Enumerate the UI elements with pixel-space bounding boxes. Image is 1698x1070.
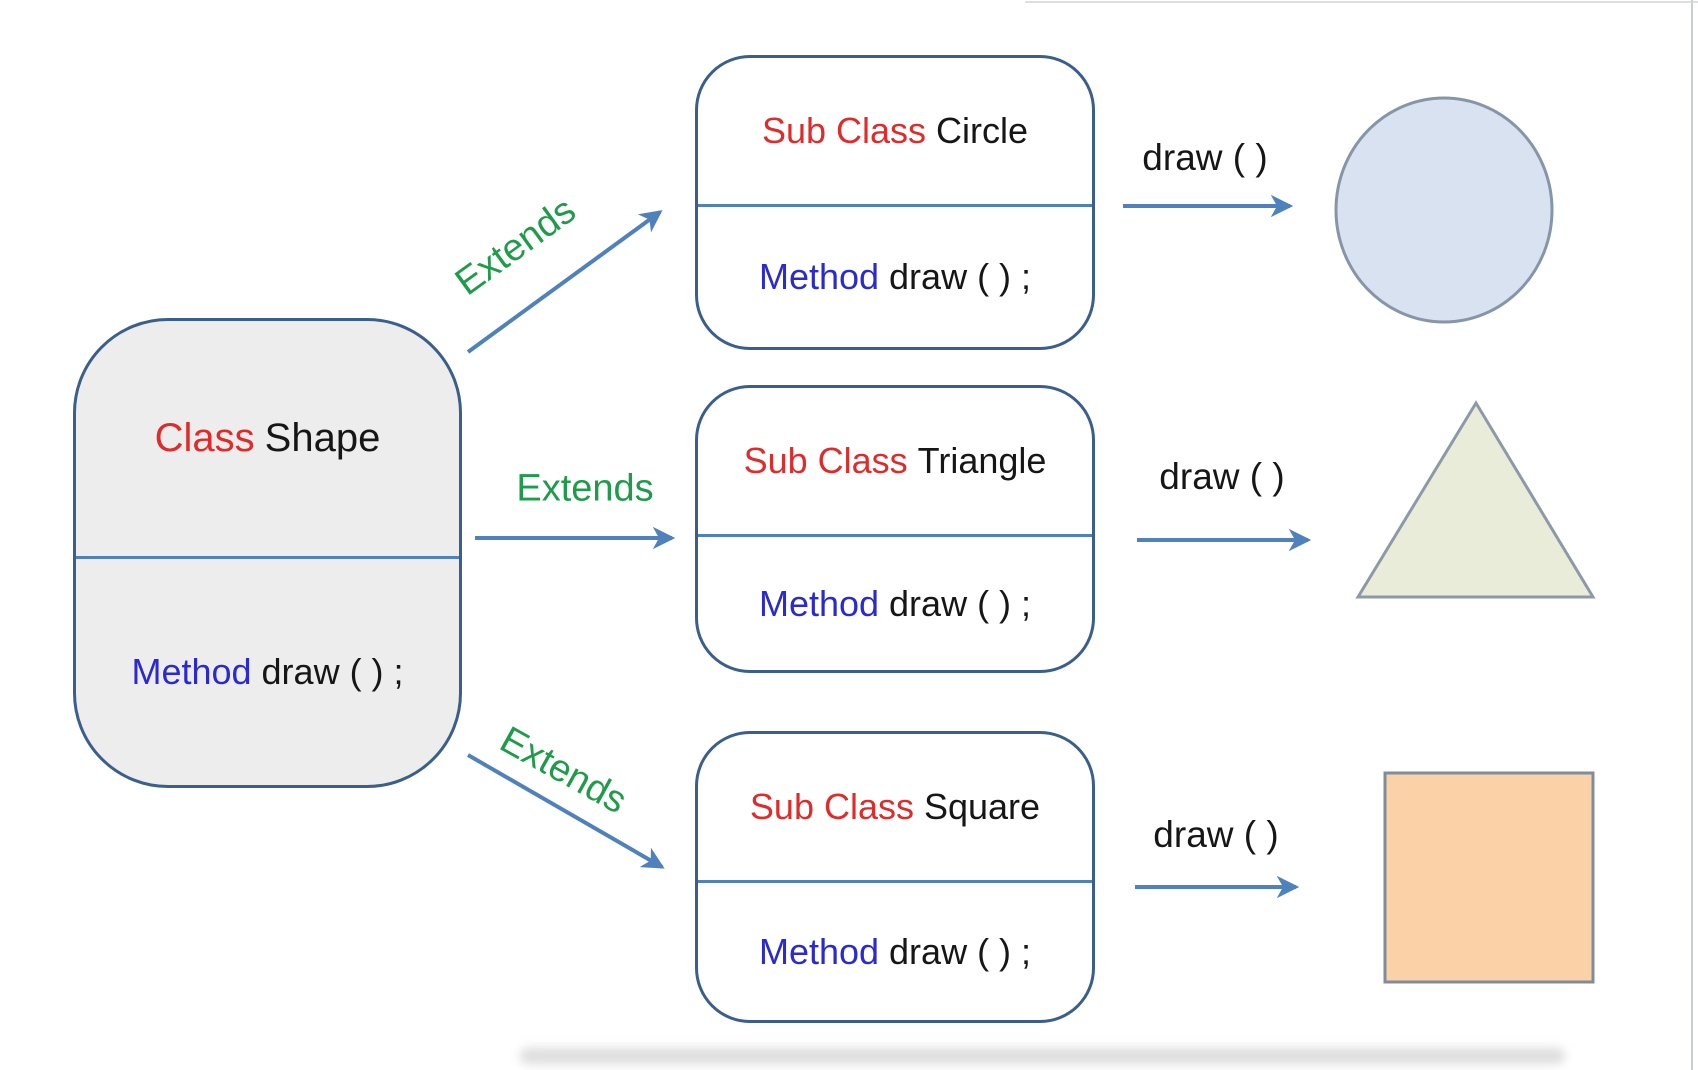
extends-arrow-circle (466, 210, 663, 354)
cropped-caption-artifact (520, 1048, 1565, 1064)
draw-label-square: draw ( ) (1153, 814, 1279, 855)
circle-shape (1334, 96, 1554, 324)
extends-arrow-square (467, 753, 665, 869)
subclass-name: Square (923, 786, 1041, 827)
subclass-name: Circle (936, 110, 1029, 151)
subclass-keyword: Sub Class (761, 110, 927, 151)
method-signature: draw ( ) ; (889, 930, 1032, 972)
subclass-name: Triangle (917, 440, 1047, 481)
method-keyword: Method (758, 256, 880, 297)
method-keyword: Method (758, 582, 880, 624)
class-name: Shape (264, 416, 381, 460)
screenshot-right-border (1691, 0, 1693, 1070)
method-keyword: Method (758, 930, 880, 972)
subclass-keyword: Sub Class (749, 786, 914, 827)
method-signature: draw ( ) ; (889, 256, 1032, 297)
class-keyword: Class (154, 416, 255, 460)
method-keyword: Method (131, 651, 252, 692)
draw-label-circle: draw ( ) (1142, 137, 1268, 178)
subclass-keyword: Sub Class (743, 440, 908, 481)
draw-label-triangle: draw ( ) (1159, 456, 1285, 497)
method-signature: draw ( ) ; (889, 582, 1032, 624)
extends-label-triangle: Extends (516, 467, 654, 510)
triangle-shape (1355, 400, 1596, 599)
square-shape (1383, 771, 1595, 984)
method-signature: draw ( ) ; (261, 651, 404, 692)
cropped-top-edge-artifact (1025, 1, 1698, 3)
